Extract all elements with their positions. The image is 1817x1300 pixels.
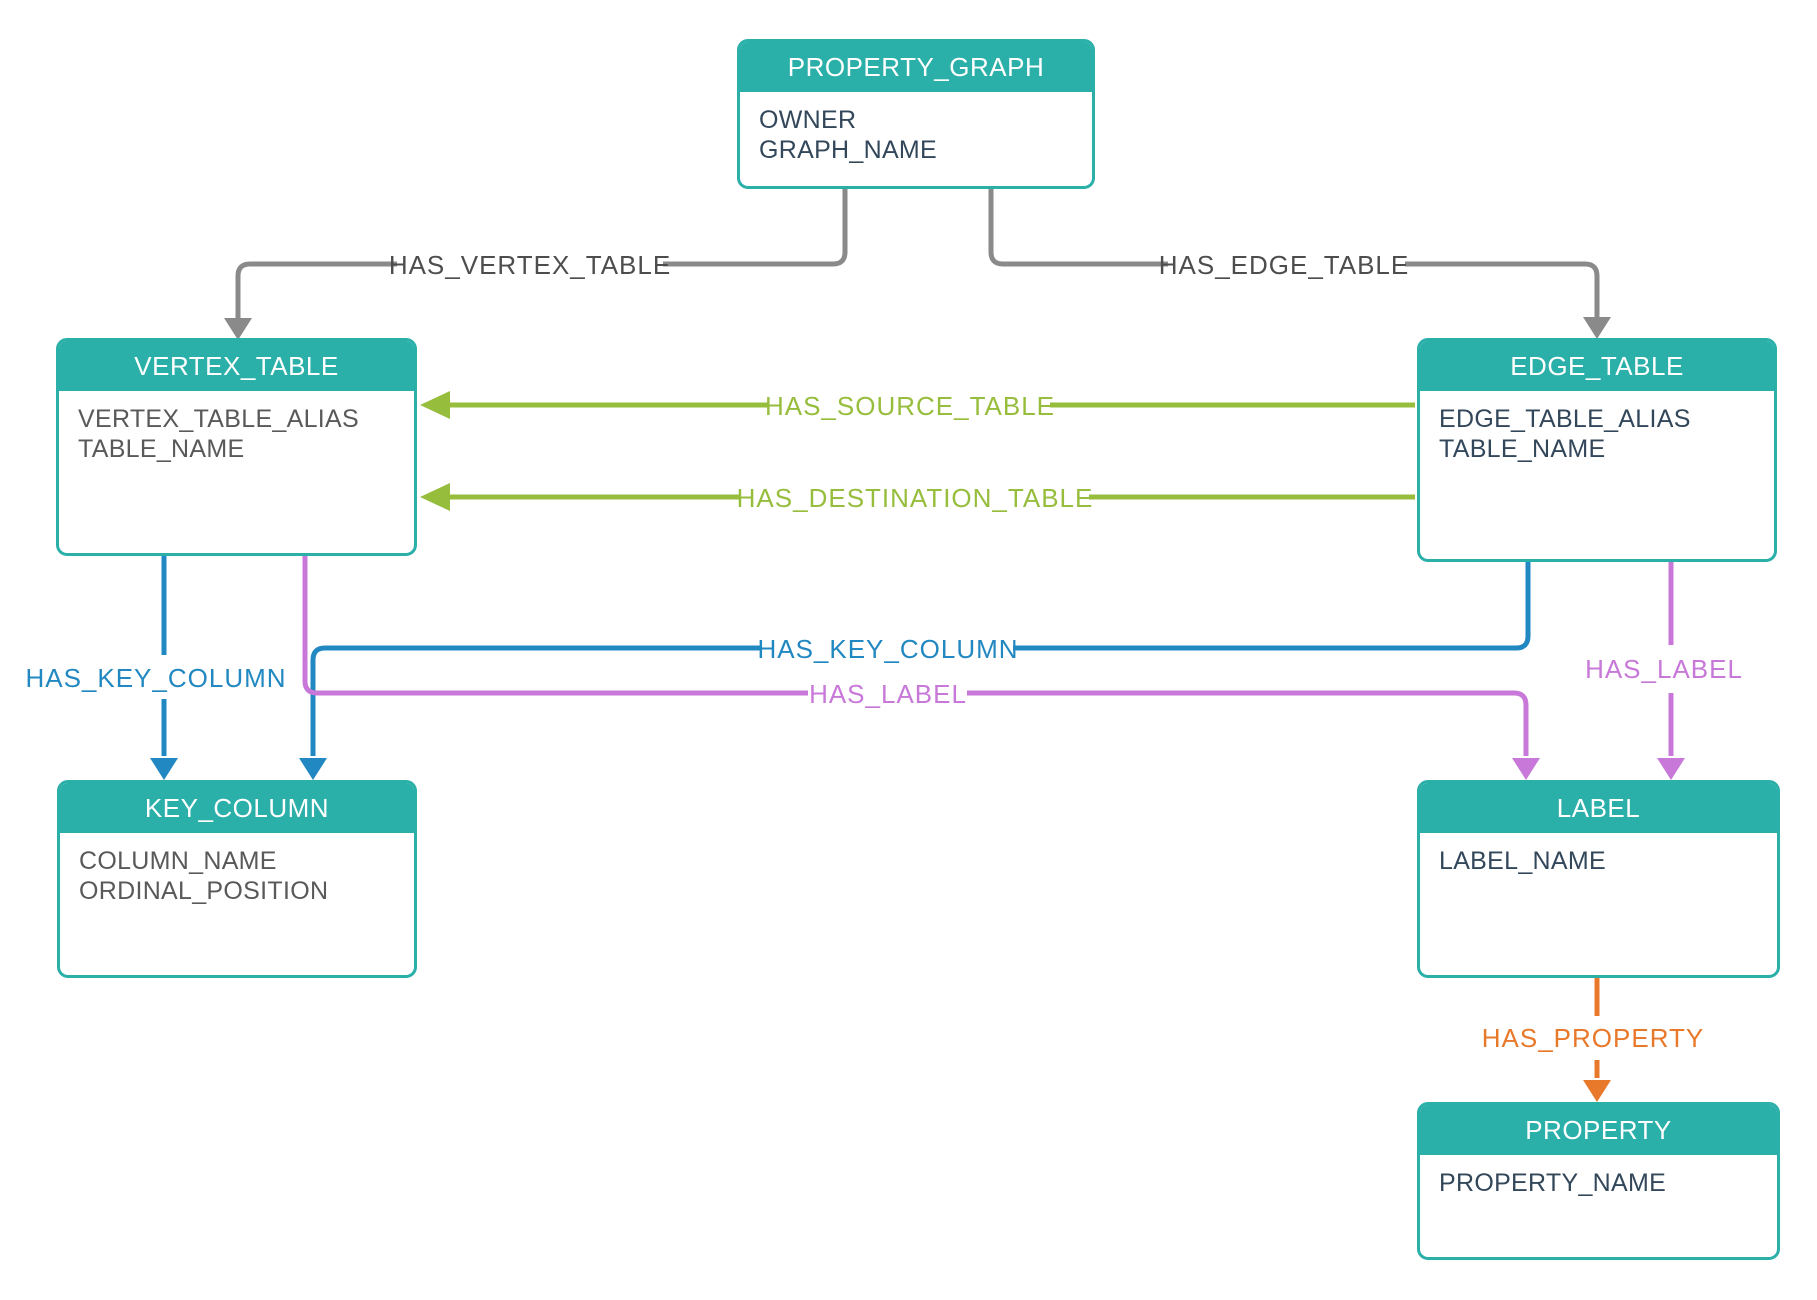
entity-property-body: PROPERTY_NAME [1420,1155,1777,1198]
attribute: ORDINAL_POSITION [79,877,329,905]
edge-has-label-edge-label: HAS_LABEL [1585,654,1743,684]
entity-property-header: PROPERTY [1420,1105,1777,1155]
edge-has-label-vertex: HAS_LABEL [302,554,1540,780]
edge-has-vertex-table-label: HAS_VERTEX_TABLE [389,250,671,280]
attribute: LABEL_NAME [1439,847,1606,875]
entity-label-title: LABEL [1556,792,1641,823]
edge-has-label-edge-arrowhead [1657,758,1685,780]
edge-has-edge-table-line [988,189,1168,267]
edge-has-key-column-edge: HAS_KEY_COLUMN [299,560,1531,780]
edge-has-source-table-arrowhead [420,391,450,419]
attribute: COLUMN_NAME [79,847,277,875]
entity-property-graph-title: PROPERTY_GRAPH [787,51,1045,82]
edge-has-label-vertex-label: HAS_LABEL [809,679,967,709]
entity-vertex-table-title: VERTEX_TABLE [134,350,339,381]
entity-property-graph-header: PROPERTY_GRAPH [740,42,1092,92]
attribute: GRAPH_NAME [759,136,938,164]
edge-has-edge-table-line [1405,261,1600,317]
entity-property-graph: PROPERTY_GRAPH OWNER GRAPH_NAME [737,39,1095,189]
edge-has-label-vertex-line [302,554,808,696]
edge-has-key-column-vertex-label: HAS_KEY_COLUMN [25,663,286,693]
edge-has-vertex-table-arrowhead [224,318,252,340]
edge-has-destination-table-label: HAS_DESTINATION_TABLE [737,483,1094,513]
entity-key-column-title: KEY_COLUMN [144,792,330,823]
entity-edge-table-title: EDGE_TABLE [1510,350,1684,381]
edge-has-key-column-edge-label: HAS_KEY_COLUMN [757,634,1018,664]
entity-vertex-table: VERTEX_TABLE VERTEX_TABLE_ALIAS TABLE_NA… [56,338,417,556]
entity-property-title: PROPERTY [1525,1114,1672,1145]
entity-vertex-table-body: VERTEX_TABLE_ALIAS TABLE_NAME [59,391,414,464]
attribute: EDGE_TABLE_ALIAS [1439,405,1691,433]
edge-has-destination-table: HAS_DESTINATION_TABLE [420,483,1415,513]
entity-key-column-header: KEY_COLUMN [60,783,414,833]
edge-has-label-vertex-line [967,690,1529,756]
entity-property: PROPERTY PROPERTY_NAME [1417,1102,1780,1260]
entity-edge-table-body: EDGE_TABLE_ALIAS TABLE_NAME [1420,391,1774,464]
entity-edge-table: EDGE_TABLE EDGE_TABLE_ALIAS TABLE_NAME [1417,338,1777,562]
edge-has-vertex-table-line [235,261,397,318]
edge-has-destination-table-arrowhead [420,483,450,511]
attribute: PROPERTY_NAME [1439,1169,1667,1197]
attribute: VERTEX_TABLE_ALIAS [78,405,359,433]
edge-has-label-vertex-arrowhead [1512,758,1540,780]
attribute: TABLE_NAME [78,435,245,463]
entity-key-column: KEY_COLUMN COLUMN_NAME ORDINAL_POSITION [57,780,417,978]
entity-label-header: LABEL [1420,783,1777,833]
edge-has-vertex-table-line [663,189,848,267]
edge-has-property: HAS_PROPERTY [1482,976,1704,1102]
edge-has-key-column-vertex-arrowhead [150,758,178,780]
entity-label-body: LABEL_NAME [1420,833,1777,876]
entity-key-column-body: COLUMN_NAME ORDINAL_POSITION [60,833,414,906]
entity-edge-table-header: EDGE_TABLE [1420,341,1774,391]
entity-vertex-table-header: VERTEX_TABLE [59,341,414,391]
edge-has-edge-table-label: HAS_EDGE_TABLE [1159,250,1410,280]
edge-has-key-column-edge-line [310,645,762,756]
edge-has-vertex-table: HAS_VERTEX_TABLE [224,189,848,340]
edge-has-key-column-edge-arrowhead [299,758,327,780]
entity-label: LABEL LABEL_NAME [1417,780,1780,978]
edge-has-key-column-vertex: HAS_KEY_COLUMN [25,554,286,780]
entity-property-graph-body: OWNER GRAPH_NAME [740,92,1092,165]
attribute: TABLE_NAME [1439,435,1606,463]
edge-has-source-table-label: HAS_SOURCE_TABLE [765,391,1055,421]
attribute: OWNER [759,106,857,134]
edge-has-property-label: HAS_PROPERTY [1482,1023,1704,1053]
edge-has-label-edge: HAS_LABEL [1585,560,1743,780]
edge-has-edge-table: HAS_EDGE_TABLE [988,189,1611,339]
edge-has-source-table: HAS_SOURCE_TABLE [420,391,1415,421]
edge-has-key-column-edge-line [1013,560,1531,651]
edge-has-property-arrowhead [1583,1080,1611,1102]
edge-has-edge-table-arrowhead [1583,317,1611,339]
